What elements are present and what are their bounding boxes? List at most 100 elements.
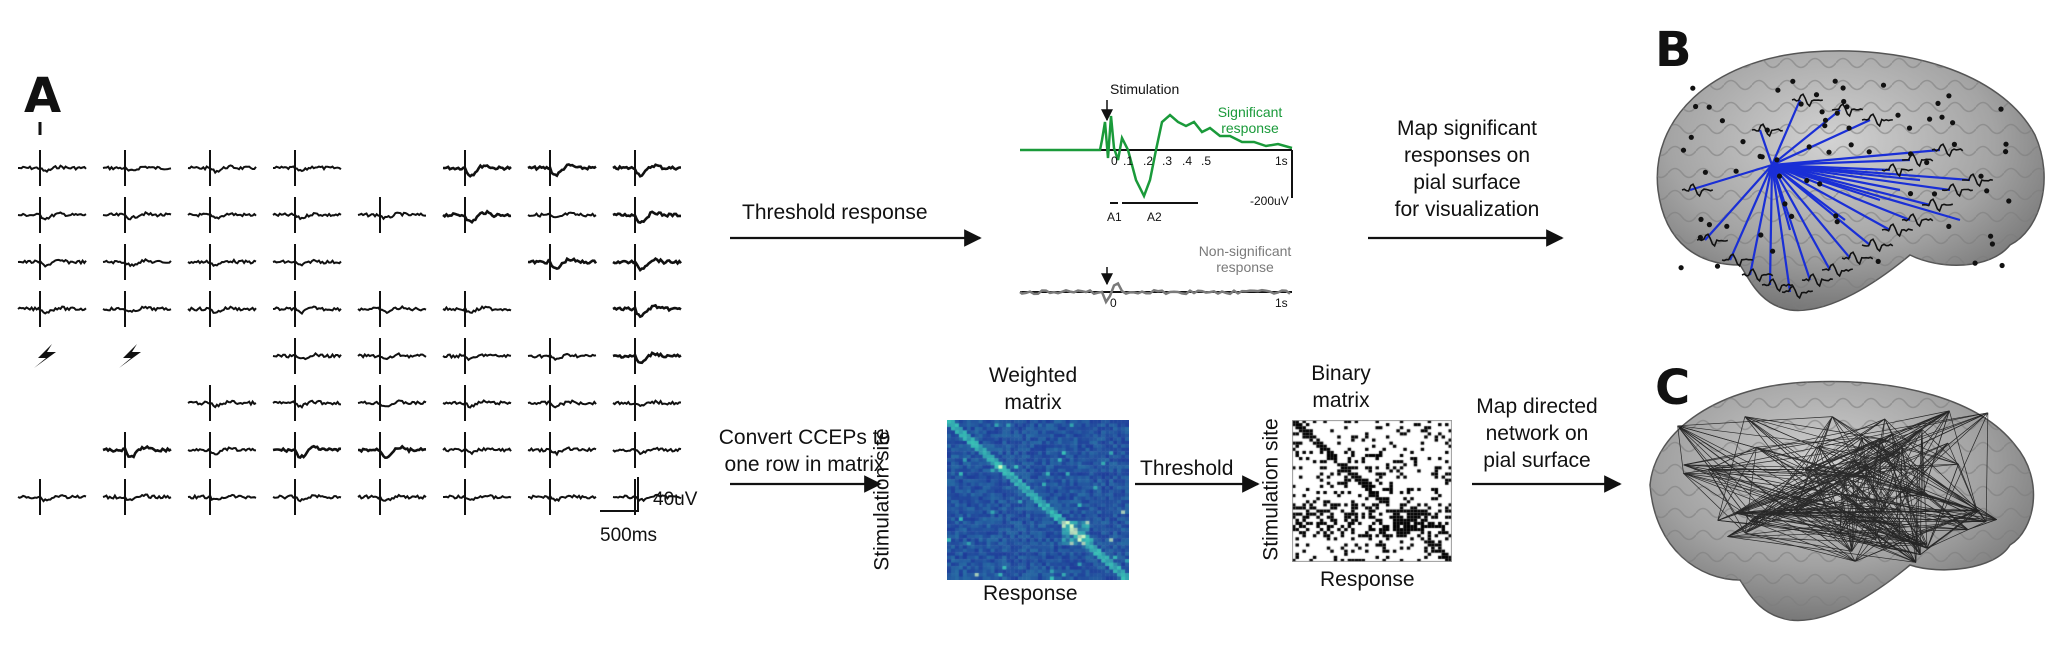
electrode-response-trace xyxy=(1961,173,1993,188)
significant-edge xyxy=(1728,164,1774,261)
significant-edge xyxy=(1771,158,1911,167)
network-edge xyxy=(1892,433,1959,465)
significant-edge xyxy=(1689,163,1773,192)
electrode-response-trace xyxy=(1751,123,1783,138)
ccep-trace xyxy=(272,212,342,221)
network-edge xyxy=(1744,416,1806,470)
ccep-trace xyxy=(272,444,342,459)
label-threshold-response: Threshold response xyxy=(742,201,928,224)
ccep-trace xyxy=(527,493,597,503)
weighted-matrix-title: Weighted matrix xyxy=(988,364,1078,414)
network-edge xyxy=(1734,410,1950,514)
scale-bar-time: 500ms xyxy=(600,525,658,546)
ccep-trace xyxy=(187,258,257,267)
electrode xyxy=(1822,123,1828,129)
electrode-response-trace xyxy=(1921,198,1954,213)
electrode-response-trace xyxy=(1901,153,1934,168)
electrode xyxy=(2003,141,2009,147)
network-edge xyxy=(1727,410,1950,538)
tick-5: .5 xyxy=(1201,154,1211,168)
panel-letter-c: C xyxy=(1655,360,1691,416)
electrode xyxy=(1931,191,1938,197)
network-edge xyxy=(1841,493,1900,539)
network-edge xyxy=(1867,412,1989,470)
network-edge xyxy=(1707,469,1736,514)
network-edge xyxy=(1750,520,1921,555)
electrode xyxy=(1706,222,1712,228)
ccep-trace xyxy=(442,446,512,456)
network-edge xyxy=(1882,493,1924,547)
network-edge xyxy=(1814,469,1827,507)
electrode xyxy=(1770,248,1776,254)
electrode xyxy=(1907,191,1914,197)
electrode-response-trace xyxy=(1831,103,1864,118)
network-edge xyxy=(1866,429,1923,476)
electrode xyxy=(1757,153,1763,159)
electrode-response-trace xyxy=(1781,285,1813,300)
network-edge xyxy=(1879,438,1903,449)
tick-0: 0 xyxy=(1111,154,1118,168)
network-edge xyxy=(1727,536,1927,545)
significant-edge xyxy=(1771,164,1846,221)
network-edge xyxy=(1861,447,1997,520)
network-edge xyxy=(1744,416,1924,495)
stimulation-bolt-icon xyxy=(34,344,56,368)
ccep-trace xyxy=(187,493,257,501)
network-edge xyxy=(1750,520,1927,545)
electrode xyxy=(1698,216,1704,222)
electrode xyxy=(1972,260,1978,266)
ccep-trace xyxy=(357,399,427,408)
end-label-bottom: 1s xyxy=(1275,296,1288,310)
electrode xyxy=(1832,78,1838,84)
network-edge xyxy=(1756,446,1924,495)
significant-edge xyxy=(1771,163,1911,222)
network-edge xyxy=(1853,460,1874,478)
network-edge xyxy=(1926,464,1959,549)
network-edge xyxy=(1882,469,1918,547)
electrode-response-trace xyxy=(1941,183,1973,198)
network-edge xyxy=(1749,520,1856,562)
significant-edge xyxy=(1770,99,1802,166)
network-edge xyxy=(1976,509,1987,522)
nonsignificant-label-2: response xyxy=(1216,259,1274,275)
network-edge xyxy=(1769,512,1884,547)
electrode-response-trace xyxy=(1931,143,1964,158)
brain-c xyxy=(1649,380,2035,622)
network-edge xyxy=(1845,433,1893,476)
network-edge xyxy=(1745,532,1856,562)
electrode xyxy=(1880,82,1887,88)
ccep-trace xyxy=(442,353,512,362)
ccep-trace xyxy=(357,211,426,221)
electrode-response-trace xyxy=(1696,233,1729,248)
electrode xyxy=(1719,118,1725,124)
nonsignificant-trace xyxy=(1019,281,1291,305)
ccep-trace xyxy=(442,163,512,178)
network-edge xyxy=(1836,507,1977,511)
network-edge xyxy=(1745,513,1770,534)
network-edge xyxy=(1744,416,1863,449)
tick-1: .1 xyxy=(1123,154,1133,168)
electrode xyxy=(1840,85,1846,91)
network-edge xyxy=(1985,412,1989,522)
network-edge xyxy=(1727,451,1900,538)
weighted-matrix xyxy=(947,420,1129,580)
ccep-trace xyxy=(17,258,87,268)
stimulation-bolt-icon xyxy=(119,344,141,368)
network-edge xyxy=(1915,469,1918,563)
significant-edge xyxy=(1748,164,1774,276)
ccep-trace xyxy=(442,305,512,314)
end-label-top: 1s xyxy=(1275,154,1288,168)
network-edge xyxy=(1841,493,1853,552)
network-edge xyxy=(1744,416,1852,552)
network-edge xyxy=(1862,437,1924,495)
network-edge xyxy=(1734,508,1795,514)
network-edge xyxy=(1756,437,1863,448)
network-edge xyxy=(1872,438,1881,478)
network-edge xyxy=(1708,469,1924,495)
weighted-matrix-xlabel: Response xyxy=(983,582,1078,605)
ccep-trace xyxy=(527,256,598,270)
panel-letter-a: A xyxy=(24,68,62,124)
electrode xyxy=(1895,112,1901,118)
brain-b xyxy=(1656,50,2045,312)
electrode xyxy=(1775,87,1781,93)
